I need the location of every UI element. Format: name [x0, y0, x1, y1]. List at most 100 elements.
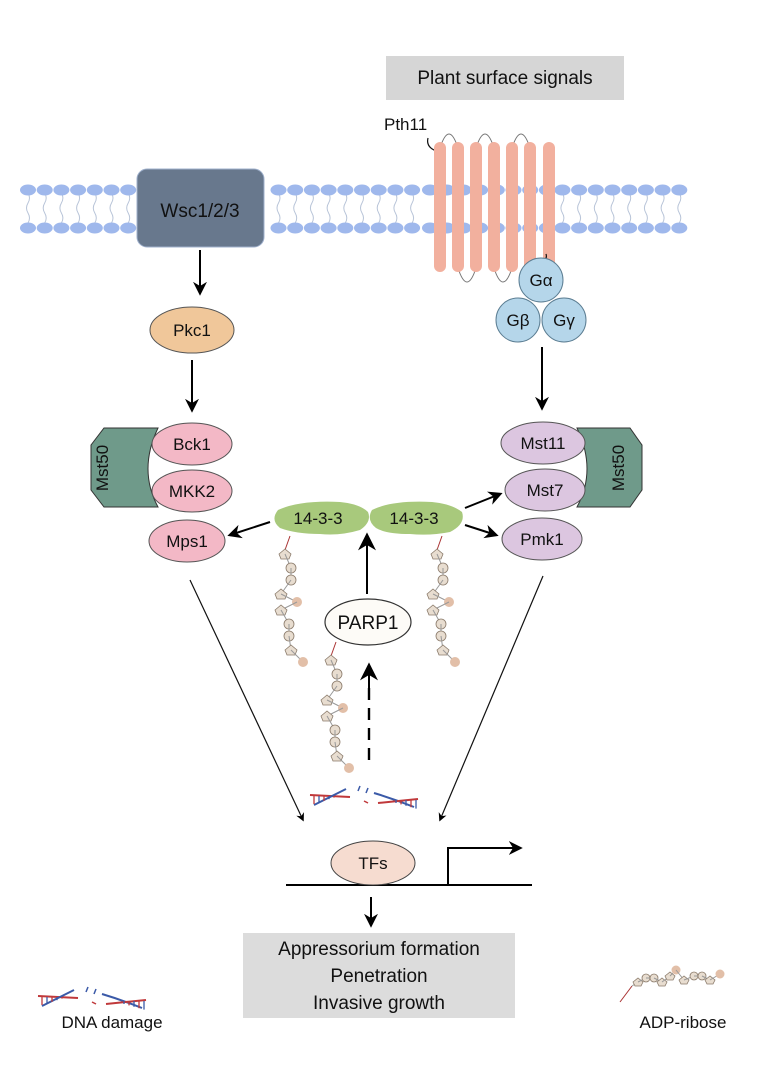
- lipid-head: [103, 184, 120, 196]
- pkc1-node: Pkc1: [149, 306, 235, 354]
- legend-adp-ribose-label: ADP-ribose: [640, 1013, 727, 1032]
- lipid-head: [36, 184, 53, 196]
- transmembrane-helix: [488, 142, 500, 272]
- lipid-head: [320, 222, 337, 234]
- lipid-head: [621, 184, 638, 196]
- adenine-unit: [344, 763, 354, 773]
- lipid-head: [270, 222, 287, 234]
- dna-fragment: [91, 1001, 97, 1005]
- lipid-tail: [293, 192, 298, 224]
- wsc-label: Wsc1/2/3: [160, 201, 239, 222]
- transmembrane-helix: [452, 142, 464, 272]
- legend-dna-damage-icon: [37, 986, 147, 1010]
- g-gamma-subunit: [541, 297, 587, 343]
- lipid-head: [287, 222, 304, 234]
- g-alpha-label: Gα: [529, 271, 552, 290]
- lipid-head: [103, 222, 120, 234]
- lipid-head: [53, 184, 70, 196]
- lipid-head: [637, 222, 654, 234]
- adenine-unit: [450, 657, 460, 667]
- g-protein-complex: Gα Gβ Gγ: [495, 253, 587, 343]
- lipid-tail: [410, 192, 415, 224]
- 14-3-3-left: [274, 501, 369, 535]
- mst11-label: Mst11: [520, 434, 565, 453]
- lipid-head: [604, 222, 621, 234]
- lipid-tail: [309, 192, 314, 224]
- lipid-head: [554, 184, 571, 196]
- dna-fragment: [357, 785, 361, 792]
- lipid-head: [337, 222, 354, 234]
- adenine-unit: [715, 969, 725, 979]
- arrow-14-3-3-pmk1: [464, 524, 499, 539]
- adp-ribose-chains: [274, 535, 460, 773]
- tfs-node: TFs: [330, 840, 416, 886]
- pmk1-node: [501, 517, 583, 561]
- lipid-head: [303, 222, 320, 234]
- lipid-tail: [26, 192, 30, 224]
- transmembrane-helix: [543, 142, 555, 272]
- helix-loop: [457, 267, 477, 283]
- mps1-node: [148, 519, 226, 563]
- 14-3-3-right: [369, 501, 463, 535]
- lipid-head: [654, 184, 671, 196]
- lipid-head: [654, 222, 671, 234]
- arrow-14-3-3-mst7: [464, 491, 503, 509]
- transcription-start-arrow: [447, 841, 523, 885]
- transmembrane-helix: [470, 142, 482, 272]
- mst7-node: [504, 468, 586, 512]
- 14-3-3-left-label: 14-3-3: [293, 509, 342, 528]
- cell-membrane: [20, 184, 688, 234]
- g-gamma-label: Gγ: [553, 311, 575, 330]
- arrow-14-3-3-mps1: [227, 521, 271, 539]
- 14-3-3-dimer: 14-3-3 14-3-3: [274, 501, 463, 535]
- lipid-head: [554, 222, 571, 234]
- plant-surface-signals-label: Plant surface signals: [417, 68, 592, 89]
- lipid-head: [621, 222, 638, 234]
- lipid-head: [303, 184, 320, 196]
- mps1-label: Mps1: [166, 532, 208, 551]
- lipid-tail: [643, 192, 648, 224]
- left-mst50-label: Mst50: [93, 445, 112, 491]
- outcomes-box: Appressorium formation Penetration Invas…: [243, 933, 515, 1018]
- helix-loop: [493, 267, 513, 283]
- lipid-head: [53, 222, 70, 234]
- lipid-head: [604, 184, 621, 196]
- lipid-tail: [92, 192, 97, 224]
- pth11-label: Pth11: [384, 115, 427, 134]
- lipid-head: [587, 184, 604, 196]
- lipid-head: [354, 184, 370, 196]
- right-mapk-cascade: Mst50 Mst11 Mst7 Pmk1: [500, 421, 643, 561]
- lipid-tail: [677, 192, 682, 224]
- lipid-head: [354, 222, 370, 234]
- mst7-label: Mst7: [527, 481, 564, 500]
- lipid-tail: [360, 192, 364, 224]
- lipid-tail: [76, 192, 81, 224]
- chain-link: [284, 535, 291, 551]
- tfs-label: TFs: [358, 854, 387, 873]
- transmembrane-helix: [434, 142, 446, 272]
- lipid-head: [337, 184, 354, 196]
- lipid-tail: [593, 192, 598, 224]
- mst11-node: [500, 421, 586, 465]
- lipid-head: [387, 184, 404, 196]
- lipid-tail: [376, 192, 381, 224]
- adenine-unit: [298, 657, 308, 667]
- lipid-head: [387, 222, 404, 234]
- lipid-head: [671, 184, 688, 196]
- outcome-appressorium: Appressorium formation: [278, 939, 480, 960]
- lipid-head: [20, 184, 36, 196]
- lipid-head: [287, 184, 304, 196]
- lipid-tail: [59, 192, 64, 224]
- plant-surface-signals-box: Plant surface signals: [386, 56, 624, 100]
- wsc-receptor: Wsc1/2/3: [136, 168, 265, 248]
- left-mst50-scaffold: [90, 427, 159, 508]
- dna-strand: [105, 999, 147, 1005]
- lipid-head: [120, 184, 137, 196]
- dna-fragment: [365, 787, 369, 794]
- lipid-tail: [393, 192, 398, 224]
- lipid-tail: [577, 192, 582, 224]
- transmembrane-helix: [524, 142, 536, 272]
- lipid-head: [571, 184, 588, 196]
- lipid-head: [671, 222, 688, 234]
- dna-fragment: [85, 986, 89, 993]
